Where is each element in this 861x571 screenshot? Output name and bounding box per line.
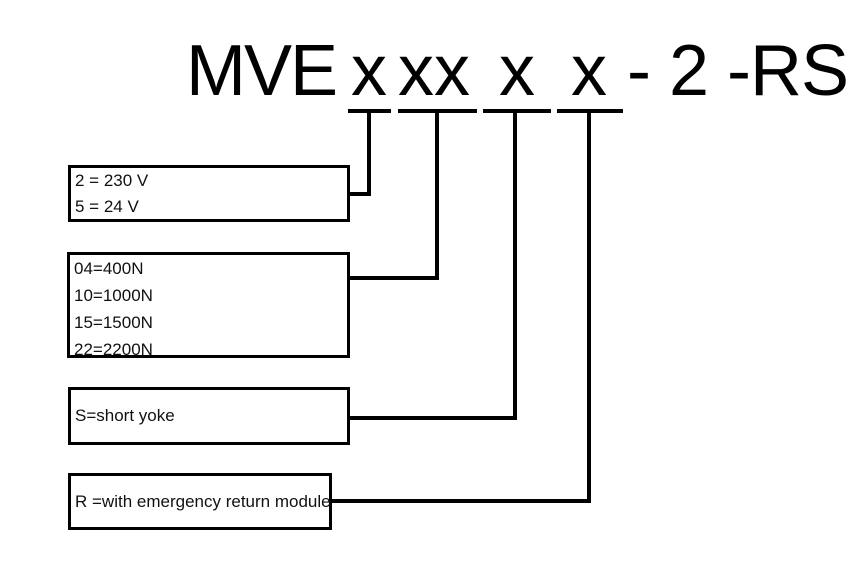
drop-line-yoke: [513, 109, 517, 420]
legend-box-yoke: S=short yoke: [68, 387, 350, 445]
model-placeholder-yoke: x: [499, 31, 535, 111]
legend-line: S=short yoke: [75, 406, 175, 425]
drop-line-force: [435, 109, 439, 280]
legend-box-force: 04=400N 10=1000N 15=1500N 22=2200N: [67, 252, 350, 359]
model-placeholder-return: x: [571, 31, 607, 111]
legend-line: 15=1500N: [74, 313, 153, 332]
box-connector-voltage: [348, 192, 371, 196]
legend-line: 04=400N: [74, 259, 144, 278]
model-suffix: - 2 -RS: [627, 31, 849, 111]
legend-box-return: R =with emergency return module: [68, 473, 332, 530]
legend-box-voltage: 2 = 230 V 5 = 24 V: [68, 165, 350, 222]
drop-line-return: [587, 109, 591, 503]
tick-bar-yoke: [483, 109, 551, 113]
model-prefix: MVE: [186, 31, 338, 111]
legend-line: 22=2200N: [74, 340, 153, 359]
model-placeholder-voltage: x: [351, 31, 387, 111]
box-connector-return: [330, 499, 591, 503]
legend-line: 5 = 24 V: [75, 197, 139, 216]
legend-line: R =with emergency return module: [75, 491, 331, 511]
box-connector-force: [348, 276, 439, 280]
legend-line: 2 = 230 V: [75, 171, 149, 190]
drop-line-voltage: [367, 109, 371, 196]
box-connector-yoke: [348, 416, 517, 420]
legend-line: 10=1000N: [74, 286, 153, 305]
model-placeholder-force: xx: [398, 31, 470, 111]
